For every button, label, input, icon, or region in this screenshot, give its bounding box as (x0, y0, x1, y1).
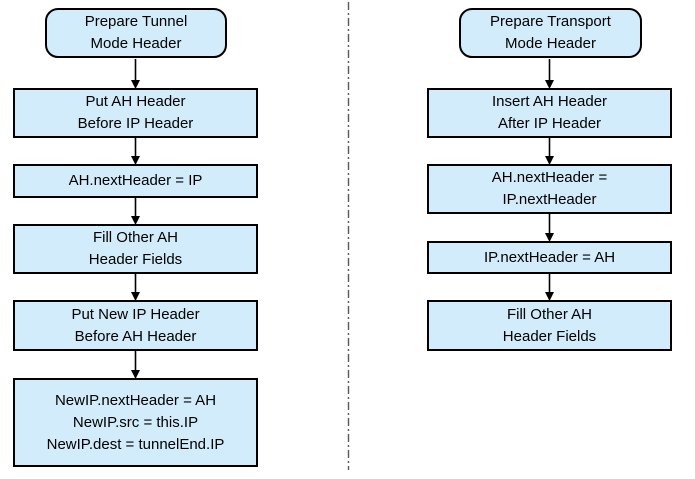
node-ah-nextheader-ip: AH.nextHeader = IP (13, 164, 258, 198)
node-newip-assignments: NewIP.nextHeader = AH NewIP.src = this.I… (13, 378, 258, 467)
node-ah-nextheader-ip-nextheader: AH.nextHeader = IP.nextHeader (427, 164, 672, 214)
arrow-down (131, 59, 140, 89)
node-prepare-transport-mode-header: Prepare Transport Mode Header (459, 8, 642, 58)
arrow-down (131, 274, 140, 301)
node-fill-other-ah-header-fields-tunnel: Fill Other AH Header Fields (13, 224, 258, 274)
arrow-down (545, 59, 554, 89)
arrow-down (545, 274, 554, 301)
node-ip-nextheader-ah: IP.nextHeader = AH (427, 241, 672, 274)
arrow-down (131, 351, 140, 379)
arrow-down (131, 138, 140, 165)
node-put-ah-header-before-ip-header: Put AH Header Before IP Header (13, 88, 258, 138)
arrow-down (545, 138, 554, 165)
node-fill-other-ah-header-fields-transport: Fill Other AH Header Fields (427, 300, 672, 351)
node-prepare-tunnel-mode-header: Prepare Tunnel Mode Header (45, 8, 227, 58)
arrow-down (545, 214, 554, 242)
node-insert-ah-header-after-ip-header: Insert AH Header After IP Header (427, 88, 672, 138)
arrow-down (131, 198, 140, 225)
node-put-new-ip-header-before-ah-header: Put New IP Header Before AH Header (13, 300, 258, 351)
